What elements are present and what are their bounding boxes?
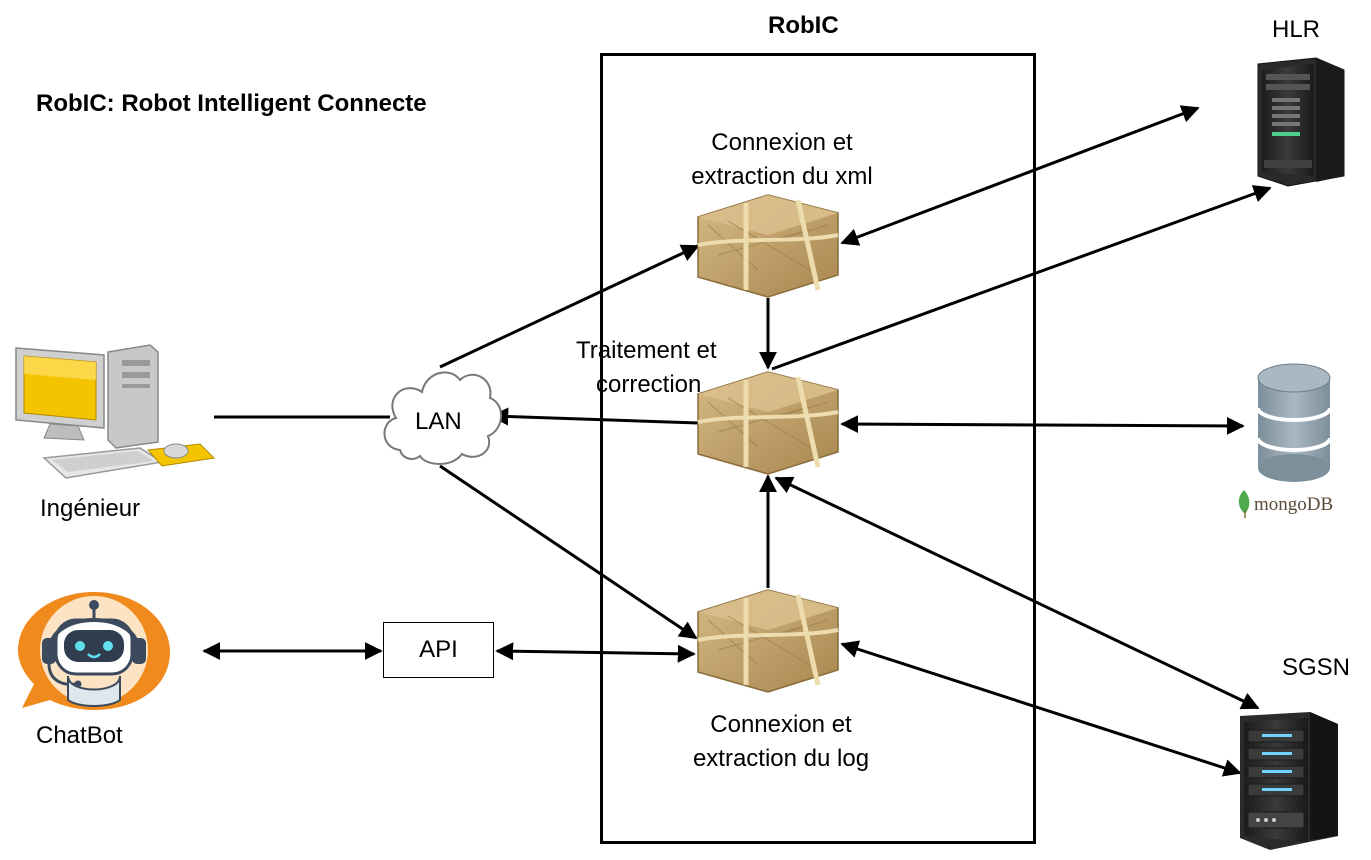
- api-box: API: [383, 622, 494, 678]
- engineer-label: Ingénieur: [40, 495, 141, 522]
- sgsn-label: SGSN: [1282, 654, 1351, 681]
- edge-processing-hlr: [771, 185, 1272, 371]
- edge-log-sgsn: [840, 640, 1242, 777]
- log-module-label-line2: extraction du log: [692, 745, 870, 772]
- mongodb-leaf-icon: [1238, 490, 1250, 518]
- package-icon: [697, 589, 839, 693]
- rack-server-icon: [1240, 712, 1338, 850]
- log-module-label-line1: Connexion et: [710, 711, 852, 738]
- edge-api-log: [495, 642, 696, 663]
- package-icon: [697, 371, 839, 475]
- edge-xml-hlr: [840, 105, 1200, 246]
- log-module-label: Connexion et extraction du log: [661, 708, 901, 776]
- hlr-label: HLR: [1272, 16, 1321, 43]
- edge-lan-xml: [439, 244, 700, 369]
- database-icon: [1256, 363, 1332, 482]
- robic-box-title: RobIC: [768, 12, 839, 39]
- cloud-icon: [383, 371, 502, 465]
- processing-module-label-line2: correction: [596, 371, 702, 398]
- robic-container: [600, 53, 1036, 844]
- edge-lan-log: [439, 464, 698, 640]
- tower-server-icon: [1257, 57, 1345, 187]
- connections: [202, 105, 1272, 777]
- robot-headset-icon: [18, 592, 170, 710]
- processing-module-label-line1: Traitement et: [576, 337, 717, 364]
- chatbot-label: ChatBot: [36, 722, 123, 749]
- api-label: API: [419, 636, 458, 663]
- desktop-computer-icon: [15, 344, 216, 479]
- processing-module-label: Traitement et correction: [576, 334, 717, 402]
- xml-module-label-line1: Connexion et: [711, 129, 853, 156]
- lan-label: LAN: [415, 408, 462, 435]
- edge-processing-lan: [490, 407, 699, 426]
- package-icon: [697, 194, 839, 298]
- xml-module-label: Connexion et extraction du xml: [662, 126, 902, 194]
- xml-module-label-line2: extraction du xml: [691, 163, 873, 190]
- main-title: RobIC: Robot Intelligent Connecte: [36, 90, 427, 117]
- edge-processing-mongodb: [840, 415, 1245, 435]
- mongodb-label: mongoDB: [1254, 494, 1334, 515]
